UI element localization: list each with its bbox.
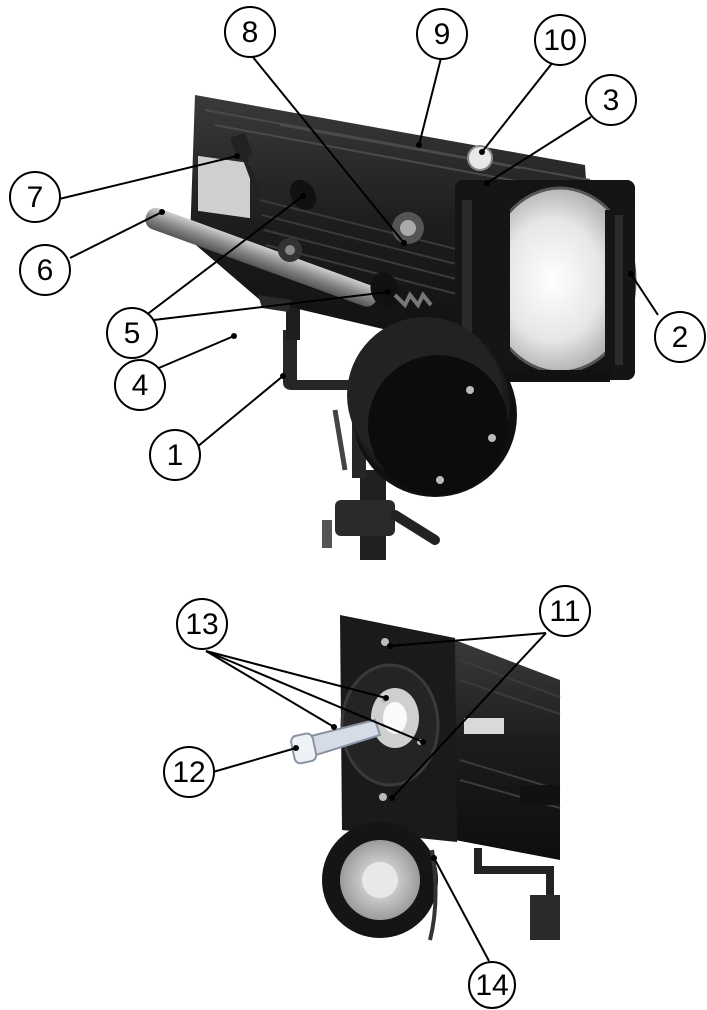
callout-1: 1 (149, 429, 201, 481)
svg-text:13: 13 (185, 608, 218, 641)
svg-text:8: 8 (242, 16, 259, 49)
svg-text:2: 2 (672, 321, 689, 354)
callouts: 1 2 3 4 5 6 7 (9, 6, 706, 1009)
callout-12: 12 (163, 746, 215, 798)
lamp-house-detail (290, 615, 561, 941)
callout-5: 5 (106, 307, 158, 359)
callout-7: 7 (9, 171, 61, 223)
svg-text:9: 9 (434, 18, 451, 51)
callout-2: 2 (654, 311, 706, 363)
callout-11: 11 (539, 585, 591, 637)
handle-bar (145, 207, 378, 307)
arrowheads (159, 142, 634, 861)
front-lens (485, 188, 635, 372)
callout-8: 8 (224, 6, 276, 58)
leader-lines (54, 55, 659, 962)
yoke-bracket (283, 330, 366, 478)
svg-text:14: 14 (475, 969, 508, 1002)
svg-text:5: 5 (124, 317, 141, 350)
svg-text:1: 1 (167, 439, 184, 472)
svg-text:12: 12 (172, 756, 205, 789)
callout-10: 10 (534, 14, 586, 66)
callout-4: 4 (114, 359, 166, 411)
svg-text:10: 10 (543, 24, 576, 57)
callout-9: 9 (416, 8, 468, 60)
svg-text:7: 7 (27, 181, 44, 214)
svg-text:3: 3 (603, 84, 620, 117)
callout-3: 3 (585, 74, 637, 126)
svg-text:6: 6 (37, 254, 54, 287)
top-knob (467, 145, 493, 171)
callout-6: 6 (19, 244, 71, 296)
svg-text:11: 11 (549, 595, 580, 628)
callout-14: 14 (468, 961, 516, 1009)
svg-text:4: 4 (132, 369, 149, 402)
callout-13: 13 (176, 598, 228, 650)
top-followspot (145, 95, 637, 560)
